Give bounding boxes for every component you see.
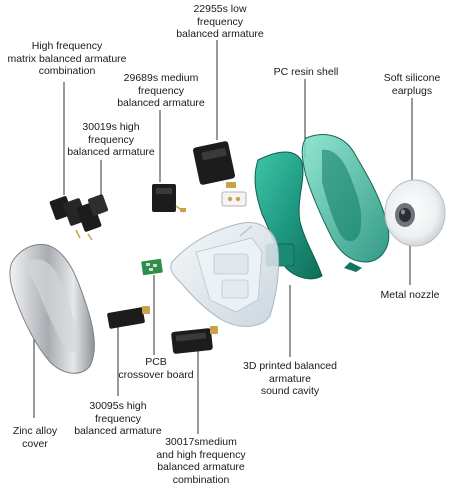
label-29689-medium-frequency: 29689s medium frequency balanced armatur… [117,72,205,109]
pcb-crossover-board [141,258,163,276]
label-pcb-crossover-board: PCB crossover board [118,356,194,381]
label-30017-combination: 30017smedium and high frequency balanced… [156,436,246,486]
zinc-alloy-cover [9,244,95,374]
label-matrix-armature: High frequency matrix balanced armature … [7,40,127,77]
silicone-earplug [384,179,446,247]
armature-29689 [152,184,186,213]
label-3d-printed-cavity: 3D printed balanced armature sound cavit… [243,360,337,397]
armature-combo-30017 [171,326,218,354]
armature-22955 [193,141,247,207]
label-30095-high-frequency: 30095s high frequency balanced armature [74,400,162,437]
label-pc-resin-shell: PC resin shell [273,66,339,78]
label-22955-low-frequency: 22955s low frequency balanced armature [176,3,264,40]
label-zinc-alloy-cover: Zinc alloy cover [12,425,58,450]
leader-lines [33,40,413,434]
label-metal-nozzle: Metal nozzle [380,289,440,301]
label-30019-high-frequency: 30019s high frequency balanced armature [67,121,155,158]
armature-30095 [107,306,150,329]
label-soft-silicone-earplugs: Soft silicone earplugs [383,72,441,97]
sound-cavity [170,222,279,327]
matrix-armature-combo [49,194,109,241]
